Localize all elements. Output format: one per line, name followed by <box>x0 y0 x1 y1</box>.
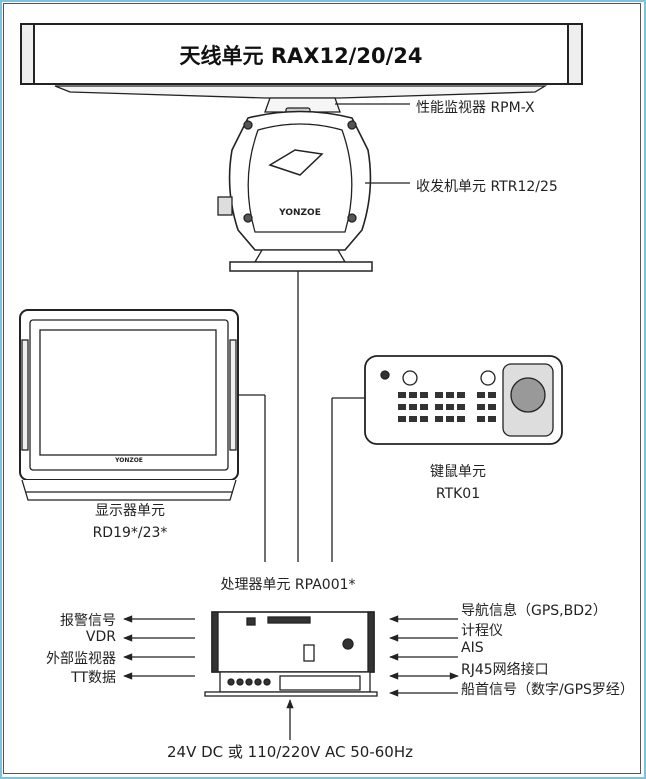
processor-unit <box>123 611 459 740</box>
display-model: RD19*/23* <box>92 525 168 541</box>
keyboard-mouse-unit <box>331 355 563 562</box>
input-rj45: RJ45网络接口 <box>461 662 549 678</box>
keyboard-label: 键鼠单元 <box>430 464 486 480</box>
processor-label: 处理器单元 RPA001* <box>220 577 356 593</box>
display-brand: YONZOE <box>115 457 143 464</box>
keyboard-model: RTK01 <box>435 486 481 502</box>
input-heading: 船首信号（数字/GPS罗经） <box>461 682 634 698</box>
input-navigation: 导航信息（GPS,BD2） <box>461 603 607 619</box>
output-vdr: VDR <box>85 629 116 645</box>
display-label: 显示器单元 <box>95 503 165 519</box>
performance-monitor-label: 性能监视器 RPM-X <box>416 100 535 116</box>
input-log: 计程仪 <box>461 623 503 639</box>
input-ais: AIS <box>461 640 484 656</box>
output-alarm: 报警信号 <box>60 613 116 629</box>
antenna-title: 天线单元 RAX12/20/24 <box>179 44 423 68</box>
transceiver-brand: YONZOE <box>279 208 321 218</box>
antenna-unit <box>20 23 583 99</box>
transceiver-unit <box>217 97 410 562</box>
output-external-monitor: 外部监视器 <box>46 651 116 667</box>
inner-border <box>3 3 641 774</box>
transceiver-label: 收发机单元 RTR12/25 <box>416 179 558 195</box>
display-unit <box>19 309 266 562</box>
output-tt-data: TT数据 <box>71 670 116 686</box>
power-label: 24V DC 或 110/220V AC 50-60Hz <box>167 743 413 761</box>
